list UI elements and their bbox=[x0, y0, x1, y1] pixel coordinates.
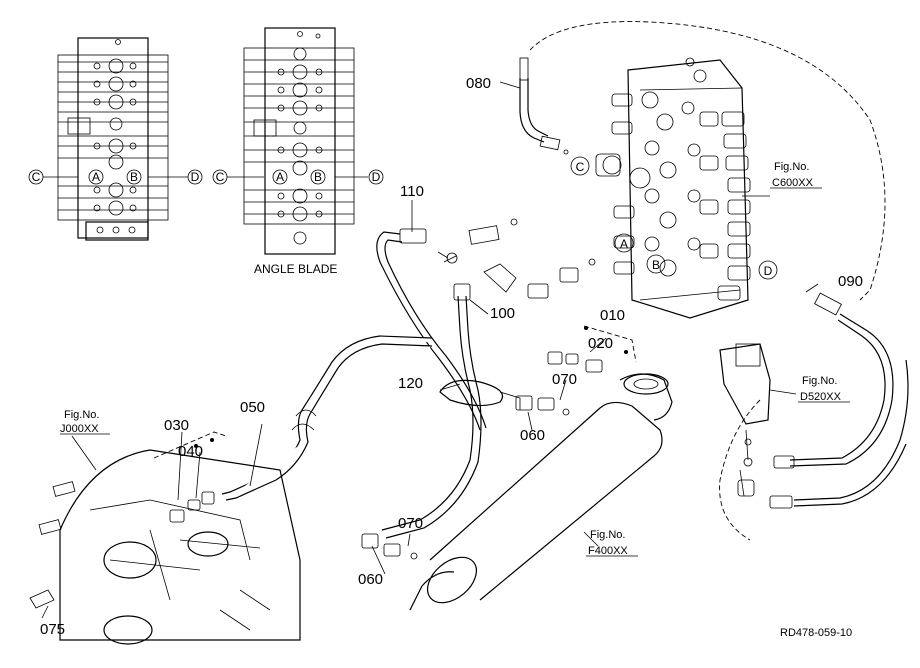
svg-text:Fig.No.: Fig.No. bbox=[64, 409, 99, 421]
figref-f400: Fig.No. F400XX bbox=[586, 529, 638, 557]
part-060-lower: 060 bbox=[358, 571, 383, 588]
part-120: 120 bbox=[398, 375, 423, 392]
port-a-inset-right: A bbox=[276, 170, 284, 184]
part-070-upper: 070 bbox=[552, 371, 577, 388]
port-c-main: C bbox=[576, 160, 585, 174]
bracket-010 bbox=[583, 325, 637, 363]
line-pilot bbox=[719, 399, 761, 541]
fitting-set-010 bbox=[547, 326, 628, 373]
svg-text:Fig.No.: Fig.No. bbox=[802, 375, 837, 387]
machine-frame bbox=[29, 449, 301, 645]
port-b-left: B bbox=[130, 170, 138, 184]
hose-080 bbox=[519, 57, 569, 155]
port-c-marker bbox=[570, 156, 590, 176]
part-100: 100 bbox=[490, 305, 515, 322]
figref-f400-number: F400XX bbox=[588, 545, 628, 557]
port-a-marker bbox=[614, 233, 634, 253]
port-c-left: C bbox=[32, 170, 41, 184]
fitting-set-lower bbox=[361, 533, 418, 560]
port-b-inset-right: B bbox=[314, 170, 322, 184]
inset-valve-angle-blade: C A B D ANGLE BLADE bbox=[212, 27, 384, 276]
part-070-lower: 070 bbox=[398, 515, 423, 532]
svg-text:Fig.No.: Fig.No. bbox=[590, 529, 625, 541]
port-d-marker bbox=[758, 260, 778, 280]
figref-c600-number: C600XX bbox=[772, 177, 814, 189]
port-d-inset-right: D bbox=[372, 170, 381, 184]
part-030: 030 bbox=[164, 417, 189, 434]
port-d-main: D bbox=[764, 264, 773, 278]
port-a-main: A bbox=[620, 237, 628, 251]
figref-c600: Fig.No. C600XX bbox=[770, 161, 822, 189]
pipe-050 bbox=[221, 335, 433, 501]
hose-clamp-120 bbox=[439, 379, 521, 410]
part-020: 020 bbox=[588, 335, 613, 352]
part-080: 080 bbox=[466, 75, 491, 92]
line-c-connection bbox=[529, 21, 886, 301]
fitting-set-upper bbox=[515, 395, 570, 416]
hose-100 bbox=[381, 258, 596, 539]
pilot-valve bbox=[719, 343, 771, 497]
part-050: 050 bbox=[240, 399, 265, 416]
part-090: 090 bbox=[838, 273, 863, 290]
port-b-marker bbox=[646, 254, 666, 274]
drawing-id: RD478-059-10 bbox=[780, 627, 852, 639]
control-valve-assembly bbox=[595, 57, 751, 319]
inset-caption-angle-blade: ANGLE BLADE bbox=[254, 262, 337, 276]
hydraulic-cylinder bbox=[409, 373, 673, 611]
port-d-left: D bbox=[191, 170, 200, 184]
port-c-inset-right: C bbox=[216, 170, 225, 184]
figref-j000-number: J000XX bbox=[60, 423, 99, 435]
part-110: 110 bbox=[400, 183, 424, 200]
hose-110 bbox=[376, 218, 518, 431]
figref-d520-number: D520XX bbox=[800, 391, 842, 403]
svg-text:Fig.No.: Fig.No. bbox=[774, 161, 809, 173]
port-b-main: B bbox=[652, 258, 660, 272]
bracket-030 bbox=[153, 431, 227, 459]
part-060-upper: 060 bbox=[520, 427, 545, 444]
leader-lines bbox=[41, 81, 819, 619]
inset-valve-standard: C A B D bbox=[28, 37, 203, 241]
port-a-left: A bbox=[92, 170, 100, 184]
hose-090 bbox=[769, 292, 909, 509]
figref-j000: Fig.No. J000XX bbox=[60, 409, 110, 435]
figref-d520: Fig.No. D520XX bbox=[798, 375, 850, 403]
part-075: 075 bbox=[40, 621, 65, 638]
part-040: 040 bbox=[178, 443, 203, 460]
part-010: 010 bbox=[600, 307, 625, 324]
